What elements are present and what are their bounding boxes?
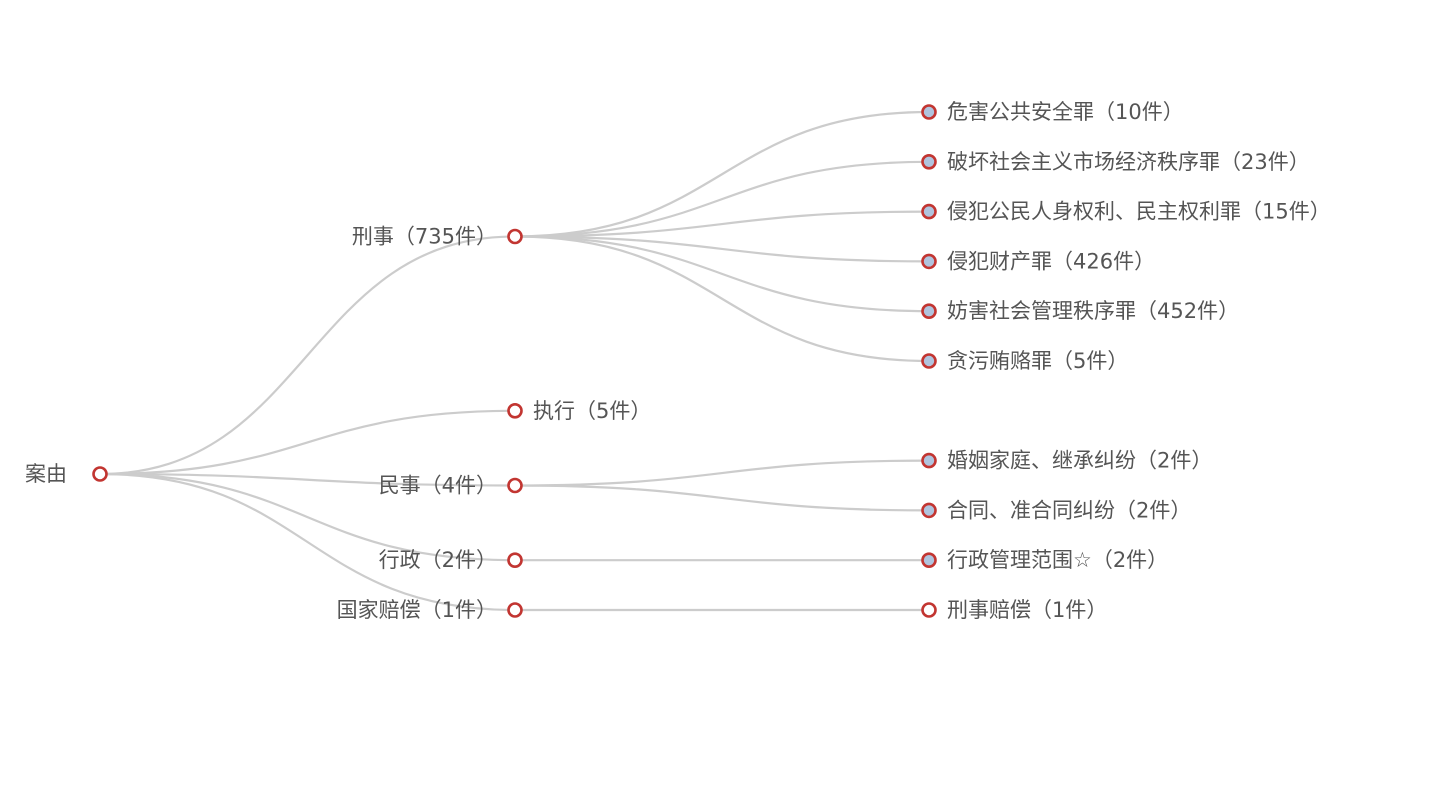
tree-node[interactable]: 妨害社会管理秩序罪（452件）	[921, 299, 1240, 323]
node-label: 民事（4件）	[379, 474, 497, 498]
tree-link	[514, 235, 930, 313]
tree-link	[514, 160, 930, 238]
node-label: 贪污贿赂罪（5件）	[947, 349, 1128, 373]
tree-link	[514, 210, 930, 238]
node-marker[interactable]	[507, 228, 523, 245]
tree-node[interactable]: 刑事赔偿（1件）	[921, 598, 1108, 622]
tree-node[interactable]: 行政（2件）	[379, 548, 523, 572]
node-label: 案由	[25, 462, 67, 486]
tree-link	[99, 235, 516, 476]
tree-link	[99, 472, 516, 562]
tree-node[interactable]: 行政管理范围☆（2件）	[921, 548, 1169, 572]
node-label: 刑事（735件）	[352, 225, 497, 249]
collapsed-node-marker[interactable]	[921, 353, 937, 369]
collapsed-node-marker[interactable]	[921, 502, 937, 519]
tree-link	[99, 409, 516, 476]
tree-link	[99, 472, 516, 487]
tree-node[interactable]: 破坏社会主义市场经济秩序罪（23件）	[921, 150, 1310, 174]
tree-link	[514, 235, 930, 263]
tree-node[interactable]: 国家赔偿（1件）	[337, 598, 523, 622]
node-marker[interactable]	[507, 552, 523, 569]
tree-link	[514, 459, 930, 487]
tree-node[interactable]: 侵犯财产罪（426件）	[921, 249, 1156, 273]
tree-node[interactable]: 危害公共安全罪（10件）	[921, 100, 1184, 124]
node-marker[interactable]	[507, 477, 523, 494]
node-label: 危害公共安全罪（10件）	[947, 100, 1184, 124]
tree-link	[99, 472, 516, 612]
node-marker[interactable]	[921, 602, 937, 618]
tree-node[interactable]: 民事（4件）	[379, 474, 523, 498]
node-label: 婚姻家庭、继承纠纷（2件）	[947, 449, 1212, 473]
collapsed-node-marker[interactable]	[921, 452, 937, 469]
tree-node[interactable]: 执行（5件）	[507, 399, 652, 423]
collapsed-node-marker[interactable]	[921, 203, 937, 220]
node-label: 执行（5件）	[533, 399, 651, 423]
node-label: 侵犯财产罪（426件）	[947, 249, 1155, 273]
tree-nodes: 案由 刑事（735件） 危害公共安全罪（10件） 破坏社会主义市场经济秩序罪（23件）…	[25, 100, 1331, 622]
collapsed-node-marker[interactable]	[921, 253, 937, 270]
tree-node[interactable]: 刑事（735件）	[352, 225, 523, 249]
tree-node[interactable]: 贪污贿赂罪（5件）	[921, 349, 1129, 373]
node-label: 破坏社会主义市场经济秩序罪（23件）	[947, 150, 1310, 174]
node-label: 行政管理范围☆（2件）	[947, 548, 1168, 572]
node-label: 行政（2件）	[379, 548, 497, 572]
tree-link	[514, 235, 930, 363]
collapsed-node-marker[interactable]	[921, 154, 937, 170]
tree-node[interactable]: 侵犯公民人身权利、民主权利罪（15件）	[921, 200, 1331, 224]
tree-link	[514, 484, 930, 512]
tree-node[interactable]: 合同、准合同纠纷（2件）	[921, 498, 1192, 522]
collapsed-node-marker[interactable]	[921, 104, 937, 120]
node-marker[interactable]	[507, 402, 523, 419]
node-label: 国家赔偿（1件）	[337, 598, 497, 622]
tree-links	[99, 110, 930, 612]
node-label: 刑事赔偿（1件）	[947, 598, 1107, 622]
tree-link	[514, 110, 930, 238]
tree-node[interactable]: 案由	[25, 462, 108, 486]
node-label: 合同、准合同纠纷（2件）	[947, 498, 1191, 522]
tree-node[interactable]: 婚姻家庭、继承纠纷（2件）	[921, 449, 1213, 473]
node-marker[interactable]	[92, 466, 108, 482]
node-label: 侵犯公民人身权利、民主权利罪（15件）	[947, 200, 1331, 224]
collapsed-node-marker[interactable]	[921, 552, 937, 569]
node-marker[interactable]	[507, 602, 523, 618]
node-label: 妨害社会管理秩序罪（452件）	[947, 299, 1239, 323]
collapsed-node-marker[interactable]	[921, 303, 937, 320]
